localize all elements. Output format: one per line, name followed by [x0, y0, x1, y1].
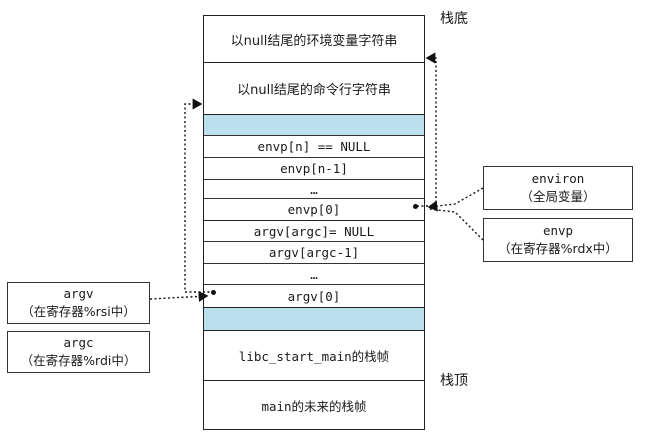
- envp-0-pointer-dot: [413, 204, 418, 209]
- argv-null-row: argv[argc]= NULL: [204, 221, 424, 242]
- envp-name: envp: [542, 223, 574, 238]
- envp-null-row: envp[n] == NULL: [204, 136, 424, 158]
- cmdline-strings-row: 以null结尾的命令行字符串: [204, 63, 424, 115]
- envp-n-1-row: envp[n-1]: [204, 158, 424, 180]
- libc-start-main-frame-row: libc_start_main的栈帧: [204, 331, 424, 381]
- argc-desc: （在寄存器%rdi中）: [20, 353, 137, 368]
- envp0-to-env-strings-arrow: [417, 52, 437, 207]
- environ-name: environ: [531, 171, 585, 186]
- environ-desc: （全局变量）: [520, 189, 596, 204]
- argv-0-row: argv[0]: [204, 285, 424, 308]
- argv0-to-cmdline-strings-arrow: [184, 98, 214, 293]
- environ-box: environ （全局变量）: [483, 166, 633, 210]
- argc-name: argc: [63, 335, 94, 350]
- stack-frame: [203, 15, 425, 430]
- environ-to-envp0-arrow: [427, 187, 484, 212]
- env-strings-row: 以null结尾的环境变量字符串: [204, 16, 424, 63]
- envp-0-row: envp[0]: [204, 199, 424, 221]
- argv-to-argv0-arrow: [149, 290, 209, 303]
- argv-ellipsis-row: …: [204, 264, 424, 285]
- envp-to-envp0-arrow: [428, 208, 484, 241]
- argv-name: argv: [63, 286, 94, 301]
- stack-bottom-label: 栈底: [440, 11, 468, 27]
- argv-desc: （在寄存器%rsi中）: [21, 304, 136, 319]
- envp-desc: （在寄存器%rdx中）: [498, 241, 618, 256]
- envp-ellipsis-row: …: [204, 180, 424, 199]
- padding-row-top: [204, 115, 424, 136]
- main-future-frame-row: main的未来的栈帧: [261, 398, 367, 414]
- stack-top-label: 栈顶: [440, 373, 468, 389]
- envp-box: envp （在寄存器%rdx中）: [483, 218, 633, 262]
- argv-argc-1-row: argv[argc-1]: [204, 242, 424, 264]
- argc-box: argc （在寄存器%rdi中）: [7, 331, 150, 373]
- argv-box: argv （在寄存器%rsi中）: [7, 282, 150, 324]
- padding-row-bottom: [204, 308, 424, 331]
